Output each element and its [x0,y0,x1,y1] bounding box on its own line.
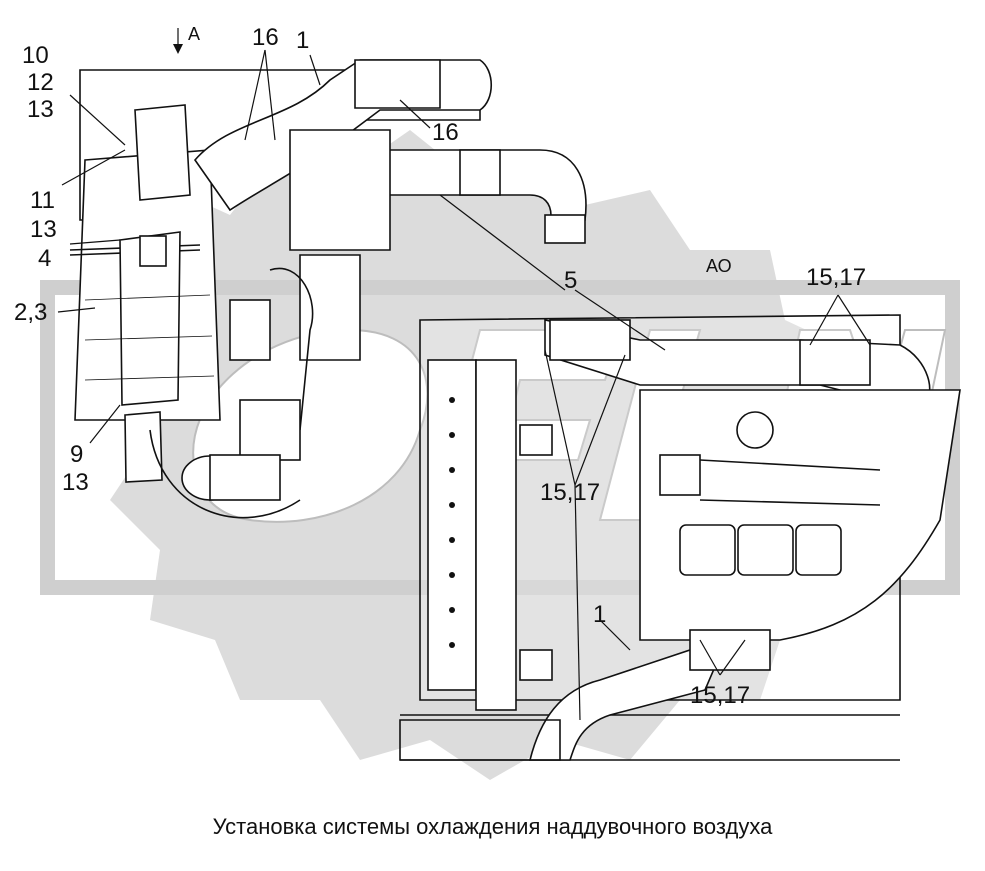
diagram-caption: Установка системы охлаждения наддувочног… [212,814,773,839]
callout-2-3: 2,3 [14,299,47,326]
core-fin-dots [449,397,455,648]
callouts: 10 12 13 11 13 4 2,3 9 13 16 1 16 АО 5 1… [14,24,866,709]
callout-1: 1 [593,601,606,628]
callout-11: 11 [30,187,55,214]
view-label: АО [706,256,732,276]
callout-10: 10 [22,42,49,69]
callout-12: 12 [27,69,54,96]
callout-13: 13 [27,96,54,123]
upper-right-hose [544,319,931,401]
callout-13: 13 [62,469,89,496]
callout-13: 13 [30,216,57,243]
engine-block [639,389,961,641]
leader-lines [57,49,871,721]
callout-15-17: 15,17 [540,479,600,506]
callout-1: 1 [296,27,309,54]
callout-15-17: 15,17 [806,264,866,291]
callout-9: 9 [70,441,83,468]
lower-air-duct [399,629,771,761]
view-arrow: A [173,24,200,54]
callout-5: 5 [564,267,577,294]
callout-4: 4 [38,245,51,272]
callout-16: 16 [432,119,459,146]
upper-air-ducts [149,59,587,519]
view-marker-label: A [188,24,200,44]
callout-16: 16 [252,24,279,51]
callout-15-17: 15,17 [690,682,750,709]
